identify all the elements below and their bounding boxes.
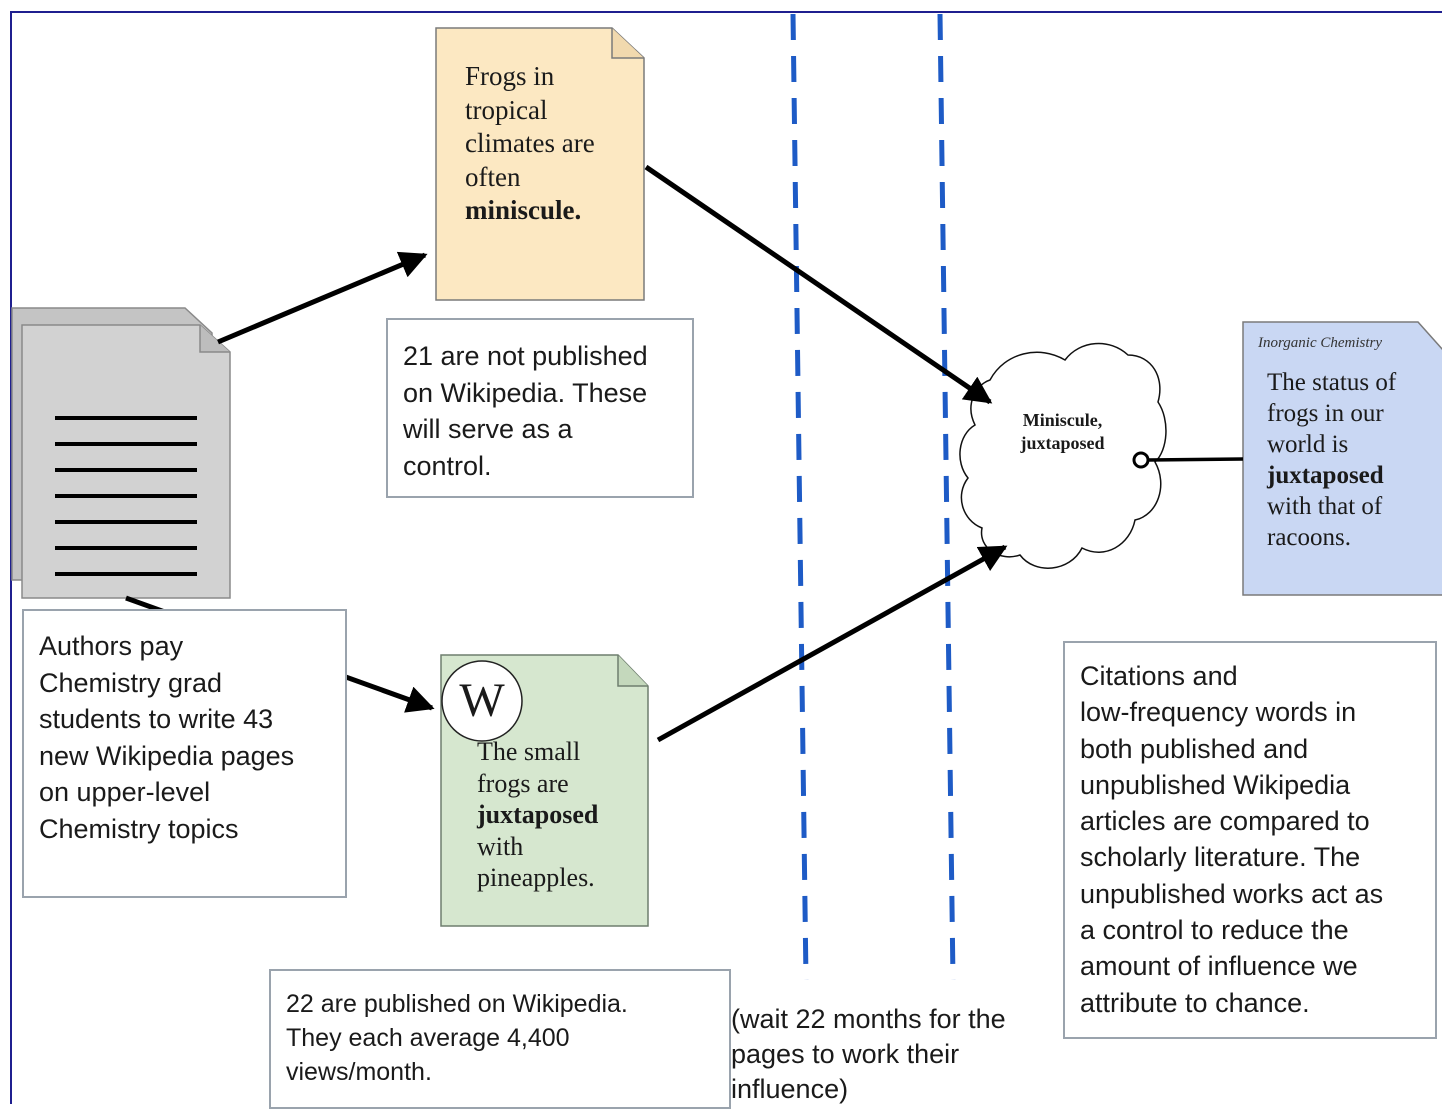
green-note-line: pineapples. bbox=[477, 863, 595, 892]
blue-note-header: Inorganic Chemistry bbox=[1258, 335, 1383, 351]
published-box-line: 22 are published on Wikipedia. bbox=[286, 990, 628, 1018]
citations-box-line: low-frequency words in bbox=[1080, 697, 1357, 728]
wait-note: (wait 22 months for the pages to work th… bbox=[731, 1002, 1006, 1107]
citations-box-line: a control to reduce the bbox=[1080, 915, 1349, 946]
authors-box-line: new Wikipedia pages bbox=[39, 740, 295, 771]
blue-note-bold: juxtaposed bbox=[1267, 462, 1384, 489]
yellow-note-line: climates are bbox=[465, 128, 595, 158]
yellow-note-line: Frogs in bbox=[465, 61, 555, 91]
yellow-note-bold: miniscule. bbox=[465, 195, 582, 225]
green-note-line: The small bbox=[477, 737, 581, 766]
authors-box-line: Authors pay bbox=[39, 631, 184, 661]
control-box-line: will serve as a bbox=[403, 414, 573, 444]
authors-box-line: Chemistry grad bbox=[39, 667, 223, 698]
citations-box: Citations and low-frequency words in bot… bbox=[1063, 641, 1437, 1039]
wait-note-line: influence) bbox=[731, 1074, 849, 1104]
authors-box-line: students to write 43 bbox=[39, 704, 274, 734]
control-box-line: on Wikipedia. These bbox=[403, 377, 648, 408]
blue-note-line: frogs in our bbox=[1267, 400, 1384, 427]
wait-note-line: pages to work their bbox=[731, 1039, 960, 1069]
dashed-line-right bbox=[937, 13, 956, 981]
citations-box-line: articles are compared to bbox=[1080, 806, 1370, 837]
blue-note-line: The status of bbox=[1267, 369, 1397, 396]
control-box-line: control. bbox=[403, 450, 492, 481]
control-box-line: 21 are not published bbox=[403, 341, 648, 371]
green-note-text: The small frogs are juxtaposed with pine… bbox=[477, 736, 598, 894]
authors-box-line: Chemistry topics bbox=[39, 813, 239, 844]
cloud-label: Miniscule, juxtaposed bbox=[1000, 409, 1125, 455]
green-note-line: with bbox=[477, 831, 524, 861]
connector-line bbox=[1147, 457, 1244, 462]
citations-box-line: both published and bbox=[1080, 733, 1309, 764]
blue-note-text: The status of frogs in our world is juxt… bbox=[1267, 367, 1396, 553]
yellow-note-shape bbox=[435, 27, 645, 301]
dashed-line-left bbox=[790, 13, 809, 981]
yellow-note-line: tropical bbox=[465, 94, 548, 125]
blue-note-line: racoons. bbox=[1267, 524, 1351, 551]
citations-box-line: Citations and bbox=[1080, 661, 1238, 691]
blue-note-line: with that of bbox=[1267, 493, 1383, 520]
wikipedia-logo-icon bbox=[441, 660, 523, 742]
blue-note-line: world is bbox=[1267, 431, 1349, 458]
green-note-line: frogs are bbox=[477, 768, 569, 798]
connector-dot bbox=[1132, 451, 1150, 469]
green-note-bold: juxtaposed bbox=[477, 800, 599, 829]
citations-box-line: attribute to chance. bbox=[1080, 987, 1310, 1018]
cloud-label-line: Miniscule, bbox=[1022, 410, 1103, 430]
published-box-line: They each average 4,400 bbox=[286, 1024, 570, 1052]
outer-frame bbox=[10, 11, 1442, 1104]
wait-note-line: (wait 22 months for the bbox=[731, 1004, 1006, 1034]
authors-box-line: on upper-level bbox=[39, 777, 211, 807]
cloud-shape bbox=[959, 342, 1167, 569]
control-box: 21 are not published on Wikipedia. These… bbox=[386, 318, 694, 498]
arrow-green-to-cloud bbox=[656, 544, 1008, 743]
arrow-yellow-to-cloud bbox=[644, 164, 993, 405]
citations-box-line: unpublished Wikipedia bbox=[1080, 769, 1351, 800]
published-box: 22 are published on Wikipedia. They each… bbox=[269, 969, 731, 1109]
wikipedia-logo-letter: W bbox=[459, 674, 505, 727]
cloud-label-line: juxtaposed bbox=[1020, 433, 1105, 453]
citations-box-line: unpublished works act as bbox=[1080, 878, 1384, 909]
authors-box: Authors pay Chemistry grad students to w… bbox=[22, 609, 347, 898]
blue-note-shape bbox=[1242, 321, 1442, 596]
yellow-note-line: often bbox=[465, 161, 521, 192]
published-box-line: views/month. bbox=[286, 1058, 432, 1086]
yellow-note-text: Frogs in tropical climates are often min… bbox=[465, 60, 595, 228]
citations-box-line: scholarly literature. The bbox=[1080, 842, 1361, 873]
arrow-stack-to-yellow bbox=[217, 251, 428, 345]
document-stack-icon bbox=[11, 307, 231, 599]
citations-box-line: amount of influence we bbox=[1080, 951, 1358, 982]
